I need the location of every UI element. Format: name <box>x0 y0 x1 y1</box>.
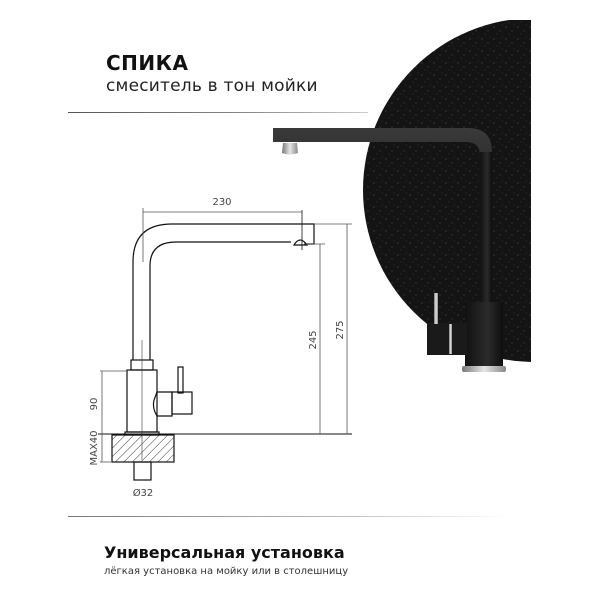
faucet-aerator <box>282 143 298 155</box>
dim-height-total: 275 <box>335 320 346 339</box>
feature-title: Универсальная установка <box>104 543 345 562</box>
dim-mount-diameter: Ø32 <box>133 487 154 499</box>
countertop-section <box>111 434 175 463</box>
dim-reach: 230 <box>212 197 231 208</box>
faucet-base-ring <box>462 366 506 372</box>
divider-bottom <box>68 516 508 517</box>
dim-max-countertop: MAX40 <box>89 430 100 465</box>
dim-height-spout: 245 <box>308 330 319 349</box>
faucet-body <box>465 302 503 368</box>
faucet-lever <box>434 293 438 324</box>
feature-subtitle: лёгкая установка на мойку или в столешни… <box>104 566 349 577</box>
dim-body-height: 90 <box>89 398 100 411</box>
product-title: СПИКА <box>106 51 189 75</box>
product-subtitle: смеситель в тон мойки <box>106 76 318 96</box>
faucet-handle-block <box>427 323 467 355</box>
divider-top <box>68 112 368 113</box>
